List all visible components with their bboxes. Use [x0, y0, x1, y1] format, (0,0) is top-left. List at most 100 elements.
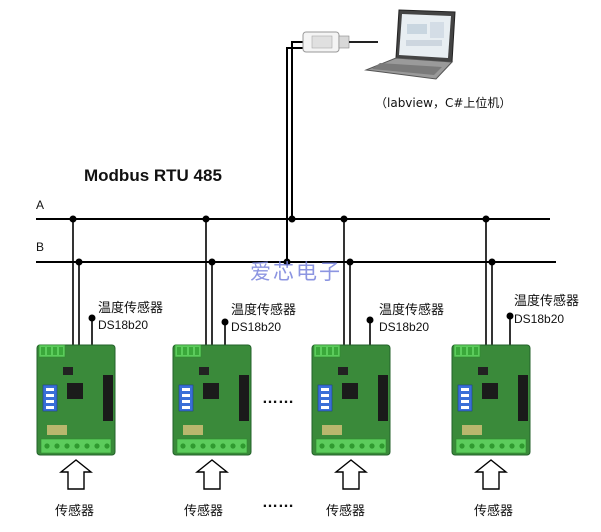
bus-junction-pc-1 [288, 215, 296, 223]
dip-lever-3-1 [321, 388, 329, 391]
cable-a [291, 41, 305, 219]
terminal-screw-bottom-1-6 [94, 443, 100, 449]
sensor-model-3: DS18b20 [379, 320, 430, 334]
sensor-model-1: DS18b20 [98, 318, 149, 332]
dip-switch-4 [457, 384, 473, 412]
component-3 [322, 425, 342, 435]
terminal-screw-bottom-4-7 [519, 443, 525, 449]
up-arrow-icon-1 [59, 459, 93, 490]
terminal-screw-top-4-3 [468, 347, 472, 355]
input-sensor-label-2: 传感器 [184, 504, 224, 519]
terminal-screw-bottom-2-5 [220, 443, 226, 449]
up-arrow-icon-4 [474, 459, 508, 490]
dip-lever-1-1 [46, 388, 54, 391]
terminal-screw-bottom-3-7 [379, 443, 385, 449]
terminal-screw-top-4-2 [462, 347, 466, 355]
sensor-label-2: 温度传感器 [231, 303, 297, 318]
terminal-screw-top-2-2 [183, 347, 187, 355]
terminal-screw-bottom-4-6 [509, 443, 515, 449]
junction-b-1 [75, 258, 83, 266]
chip-small-1 [63, 367, 73, 375]
junction-a-1 [69, 215, 77, 223]
sensor-probe-1 [88, 314, 96, 322]
dip-lever-3-3 [321, 400, 329, 403]
diagram-title: Modbus RTU 485 [84, 166, 222, 185]
sensor-label-4: 温度传感器 [514, 294, 580, 309]
chip-main-4 [482, 383, 498, 399]
dip-lever-3-4 [321, 406, 329, 409]
laptop-icon [364, 9, 456, 80]
chip-main-1 [67, 383, 83, 399]
terminal-screw-top-4-4 [474, 347, 478, 355]
bus-junction-pc-2 [283, 258, 291, 266]
bus-label-a: A [36, 198, 45, 212]
terminal-screw-top-3-1 [316, 347, 320, 355]
sensor-model-2: DS18b20 [231, 320, 282, 334]
header-connector-2 [239, 375, 249, 421]
header-connector-3 [378, 375, 388, 421]
terminal-top-4 [453, 344, 481, 358]
component-4 [462, 425, 482, 435]
dip-lever-4-4 [461, 406, 469, 409]
component-1 [47, 425, 67, 435]
sensor-model-4: DS18b20 [514, 312, 565, 326]
cable-b [286, 47, 305, 262]
junction-a-4 [482, 215, 490, 223]
terminal-screw-bottom-3-6 [369, 443, 375, 449]
chip-small-2 [199, 367, 209, 375]
dip-lever-2-1 [182, 388, 190, 391]
dip-switch-2 [178, 384, 194, 412]
circuit-board-icon-2 [172, 344, 252, 456]
terminal-screw-bottom-4-4 [489, 443, 495, 449]
terminal-screw-bottom-1-2 [54, 443, 60, 449]
sensor-label-3: 温度传感器 [379, 303, 445, 318]
circuit-board-icon-1 [36, 344, 116, 456]
pc-software-note: （labview，C#上位机） [375, 96, 512, 110]
circuit-board-icon-4 [451, 344, 531, 456]
component-2 [183, 425, 203, 435]
terminal-screw-top-1-4 [59, 347, 63, 355]
input-sensor-label-4: 传感器 [474, 504, 514, 519]
terminal-screw-top-4-1 [456, 347, 460, 355]
junction-a-2 [202, 215, 210, 223]
header-connector-1 [103, 375, 113, 421]
terminal-screw-top-2-3 [189, 347, 193, 355]
terminal-screw-bottom-2-4 [210, 443, 216, 449]
terminal-screw-top-1-3 [53, 347, 57, 355]
terminal-top-3 [313, 344, 341, 358]
dip-lever-2-3 [182, 400, 190, 403]
terminal-screw-bottom-2-7 [240, 443, 246, 449]
input-sensor-label-3: 传感器 [326, 504, 366, 519]
dip-lever-1-3 [46, 400, 54, 403]
dip-switch-3 [317, 384, 333, 412]
dip-lever-4-2 [461, 394, 469, 397]
terminal-screw-bottom-1-4 [74, 443, 80, 449]
terminal-screw-bottom-2-2 [190, 443, 196, 449]
dip-lever-1-4 [46, 406, 54, 409]
chip-main-2 [203, 383, 219, 399]
dip-lever-3-2 [321, 394, 329, 397]
junction-a-3 [340, 215, 348, 223]
chip-main-3 [342, 383, 358, 399]
terminal-screw-bottom-2-6 [230, 443, 236, 449]
ellipsis-bottom: …… [262, 494, 294, 511]
terminal-screw-top-2-1 [177, 347, 181, 355]
terminal-screw-bottom-1-1 [44, 443, 50, 449]
terminal-top-1 [38, 344, 66, 358]
dip-lever-2-4 [182, 406, 190, 409]
terminal-screw-bottom-4-1 [459, 443, 465, 449]
terminal-top-2 [174, 344, 202, 358]
dip-lever-4-3 [461, 400, 469, 403]
sensor-probe-2 [221, 318, 229, 326]
terminal-screw-bottom-2-3 [200, 443, 206, 449]
terminal-screw-top-1-2 [47, 347, 51, 355]
up-arrow-icon-2 [195, 459, 229, 490]
chip-small-3 [338, 367, 348, 375]
terminal-screw-top-2-4 [195, 347, 199, 355]
up-arrow-icon-3 [334, 459, 368, 490]
header-connector-4 [518, 375, 528, 421]
terminal-screw-bottom-3-1 [319, 443, 325, 449]
input-sensor-label-1: 传感器 [55, 504, 95, 519]
